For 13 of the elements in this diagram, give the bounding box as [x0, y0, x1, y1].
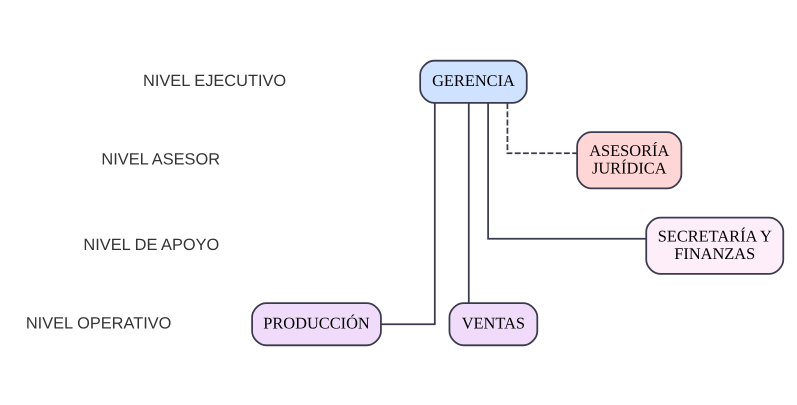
node-box: GERENCIA — [419, 59, 528, 104]
connector — [381, 102, 436, 325]
node-box: VENTAS — [448, 302, 538, 346]
connector — [487, 102, 646, 240]
connector — [468, 102, 470, 303]
node-box: ASESORÍA JURÍDICA — [576, 130, 682, 189]
label: NIVEL EJECUTIVO — [143, 72, 286, 90]
label: NIVEL ASESOR — [101, 150, 220, 168]
node-box: PRODUCCIÓN — [251, 302, 382, 346]
connector — [506, 102, 577, 154]
label: NIVEL DE APOYO — [83, 236, 220, 254]
label: NIVEL OPERATIVO — [26, 314, 172, 332]
node-box: SECRETARÍA Y FINANZAS — [645, 216, 784, 274]
